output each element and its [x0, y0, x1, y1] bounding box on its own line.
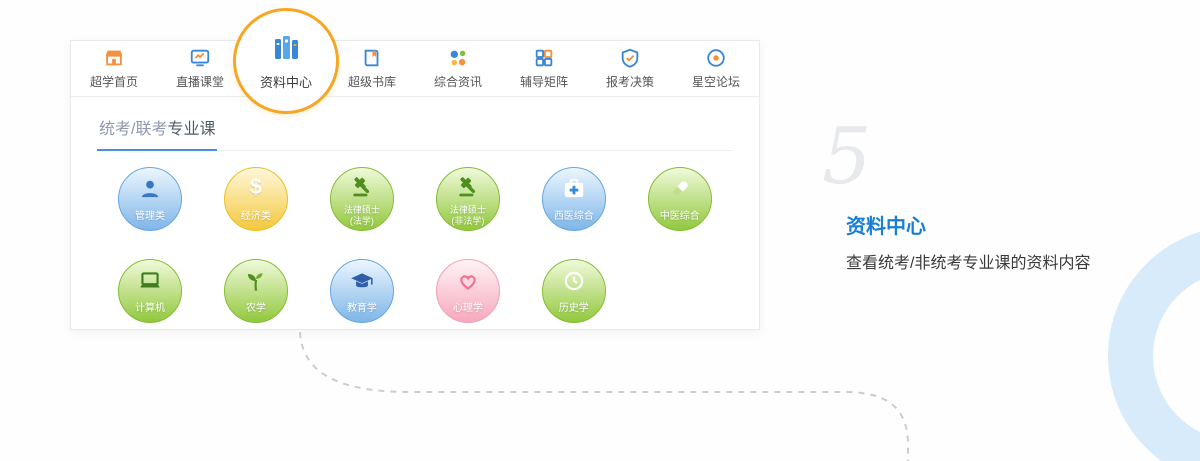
nav-item-application-decision[interactable]: 报考决策 [587, 41, 673, 96]
step-number: 5 [822, 112, 872, 202]
grid-icon [533, 47, 555, 69]
section-title: 资料中心 [846, 216, 926, 238]
categories-panel: 统考/联考专业课 管理类 [71, 97, 759, 351]
active-tab-circle[interactable]: 资料中心 [233, 8, 339, 114]
medical-kit-icon [543, 176, 605, 202]
category-cell: 历史学 [521, 259, 627, 323]
clock-icon [543, 268, 605, 294]
category-label: 经济类 [240, 211, 271, 222]
category-cell: 法律硕士 (非法学) [415, 167, 521, 231]
category-label: 心理学 [452, 303, 483, 314]
gavel-icon [437, 173, 499, 199]
nav-item-label: 辅导矩阵 [519, 75, 568, 89]
category-grid: 管理类 $ 经济类 [97, 167, 733, 351]
category-label: 教育学 [346, 303, 377, 314]
category-label: 中医综合 [659, 211, 700, 222]
category-label: 法律硕士 (非法学) [449, 205, 486, 227]
nav-item-label: 资料中心 [259, 74, 312, 90]
category-education[interactable]: 教育学 [329, 259, 394, 323]
category-computer[interactable]: 计算机 [117, 259, 182, 323]
person-icon [119, 176, 181, 202]
category-cell: 计算机 [97, 259, 203, 323]
sprout-icon [225, 268, 287, 294]
category-cell: 农学 [203, 259, 309, 323]
books-icon [269, 32, 303, 66]
book-icon [361, 47, 383, 69]
nav-item-super-library[interactable]: 超级书库 [329, 41, 415, 96]
category-history[interactable]: 历史学 [541, 259, 606, 323]
nav-item-live-classroom[interactable]: 直播课堂 [157, 41, 243, 96]
heart-icon [437, 268, 499, 294]
tab-label-rest: 专业课 [167, 121, 216, 138]
category-economics[interactable]: $ 经济类 [223, 167, 288, 231]
category-management[interactable]: 管理类 [117, 167, 182, 231]
top-navigation: 超学首页 直播课堂 [71, 8, 759, 114]
category-label: 农学 [245, 303, 266, 314]
target-icon [705, 47, 727, 69]
nav-item-news[interactable]: 综合资讯 [415, 41, 501, 96]
nav-item-data-center[interactable]: 资料中心 [233, 8, 339, 114]
nav-item-label: 星空论坛 [691, 75, 740, 89]
storefront-icon [103, 47, 125, 69]
tab-row: 统考/联考专业课 [97, 115, 733, 151]
nav-item-label: 综合资讯 [433, 75, 482, 89]
nav-item-label: 超学首页 [89, 75, 138, 89]
dots-icon [447, 47, 469, 69]
category-cell: 中医综合 [627, 167, 733, 231]
category-label: 历史学 [558, 303, 589, 314]
category-cell: 心理学 [415, 259, 521, 323]
section-description: 查看统考/非统考专业课的资料内容 [846, 255, 1091, 272]
category-label: 法律硕士 (法学) [343, 205, 380, 227]
category-chinese-medicine[interactable]: 中医综合 [647, 167, 712, 231]
category-psychology[interactable]: 心理学 [435, 259, 500, 323]
shield-icon [619, 47, 641, 69]
capsule-icon [649, 176, 711, 202]
category-western-medicine[interactable]: 西医综合 [541, 167, 606, 231]
category-label: 计算机 [134, 303, 165, 314]
category-law-master-nonlaw[interactable]: 法律硕士 (非法学) [435, 167, 500, 231]
tab-unified-exam[interactable]: 统考/联考专业课 [97, 115, 218, 151]
nav-item-star-forum[interactable]: 星空论坛 [673, 41, 759, 96]
nav-item-label: 超级书库 [347, 75, 396, 89]
category-cell: 法律硕士 (法学) [309, 167, 415, 231]
category-cell: 管理类 [97, 167, 203, 231]
category-law-master-law[interactable]: 法律硕士 (法学) [329, 167, 394, 231]
graduation-cap-icon [331, 268, 393, 294]
monitor-icon [189, 47, 211, 69]
nav-item-tutoring-matrix[interactable]: 辅导矩阵 [501, 41, 587, 96]
nav-item-label: 报考决策 [605, 75, 654, 89]
category-agronomy[interactable]: 农学 [223, 259, 288, 323]
step-description: 5 资料中心 查看统考/非统考专业课的资料内容 [820, 118, 1160, 281]
category-cell: 西医综合 [521, 167, 627, 231]
tab-label-highlight: 统考/联考 [99, 121, 168, 138]
gavel-icon [331, 173, 393, 199]
nav-item-home[interactable]: 超学首页 [71, 41, 157, 96]
dollar-icon: $ [249, 174, 263, 199]
category-cell: $ 经济类 [203, 167, 309, 231]
nav-item-label: 直播课堂 [175, 75, 224, 89]
data-center-card: 超学首页 直播课堂 [70, 8, 760, 330]
laptop-icon [119, 268, 181, 294]
category-cell: 教育学 [309, 259, 415, 323]
category-label: 西医综合 [553, 211, 594, 222]
category-label: 管理类 [134, 211, 165, 222]
